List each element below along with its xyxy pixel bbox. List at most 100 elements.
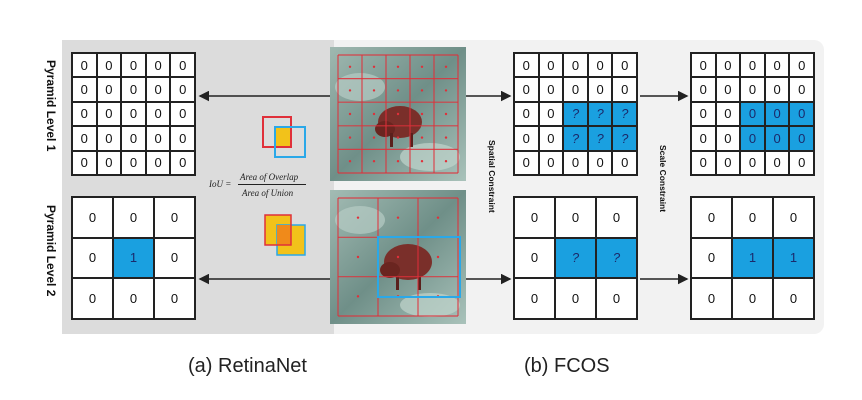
overlap-area xyxy=(276,128,290,146)
anchor-center-point xyxy=(444,112,448,116)
grid-cell: 0 xyxy=(564,78,587,101)
grid-cell: 0 xyxy=(790,54,813,77)
grid-cell: 0 xyxy=(146,102,170,126)
anchor-center-point xyxy=(420,112,424,116)
grid-cell: 0 xyxy=(539,78,563,101)
grid-cell: 0 xyxy=(146,151,170,174)
anchor-center-point xyxy=(348,136,352,139)
anchor-center-point xyxy=(420,65,424,68)
anchor-center-point xyxy=(396,89,400,92)
anchor-center-point xyxy=(372,89,376,92)
grid-cell: 0 xyxy=(774,279,813,318)
grid-cell: 0 xyxy=(122,127,145,150)
anchor-center-point xyxy=(356,255,360,259)
grid-cell: 0 xyxy=(741,127,764,150)
grid-cell: 0 xyxy=(73,151,96,174)
grid-cell: 0 xyxy=(765,127,789,150)
grid-cell: 0 xyxy=(613,151,636,174)
grid-cell: 0 xyxy=(597,198,636,237)
grid-cell: 0 xyxy=(73,127,96,150)
anchor-center-point xyxy=(372,112,376,116)
union-overlap xyxy=(277,225,291,245)
grid-cell: 0 xyxy=(171,127,194,150)
grid-cell: 0 xyxy=(692,151,715,174)
grid-cell: 0 xyxy=(97,102,121,126)
grid-cell: 0 xyxy=(597,279,636,318)
caption-fcos: (b) FCOS xyxy=(524,355,610,377)
caption-retinanet: (a) RetinaNet xyxy=(188,355,307,377)
grid-cell: 0 xyxy=(588,54,612,77)
grid-cell: 0 xyxy=(146,127,170,150)
anchor-center-point xyxy=(444,136,448,139)
anchor-center-point xyxy=(396,136,400,139)
anchor-center-point xyxy=(348,65,352,68)
grid-cell: 0 xyxy=(564,151,587,174)
grid-cell: 0 xyxy=(790,102,813,126)
grid-cell: ? xyxy=(588,127,612,150)
grid-cell: 0 xyxy=(73,54,96,77)
anchor-center-point xyxy=(348,89,352,92)
grid-cell: 0 xyxy=(97,127,121,150)
anchor-center-point xyxy=(372,65,376,68)
grid-cell: 0 xyxy=(692,54,715,77)
grid-cell: 0 xyxy=(171,54,194,77)
grid-cell: 0 xyxy=(539,151,563,174)
anchor-center-point xyxy=(436,216,440,219)
grid-cell: 0 xyxy=(692,198,731,237)
grid-cell: 0 xyxy=(692,238,731,278)
grid-cell: 0 xyxy=(515,279,554,318)
grid-cell: 0 xyxy=(716,151,740,174)
ground-truth-box xyxy=(377,236,461,298)
grid-cell: 0 xyxy=(765,54,789,77)
grid-cell: 0 xyxy=(122,54,145,77)
grid-cell: 0 xyxy=(73,198,112,237)
grid-cell: ? xyxy=(564,102,587,126)
grid-cell: 0 xyxy=(171,102,194,126)
anchor-center-point xyxy=(436,255,440,259)
anchor-center-point xyxy=(444,89,448,92)
grid-cell: 0 xyxy=(716,127,740,150)
grid-cell: 0 xyxy=(171,78,194,101)
grid-cell: 1 xyxy=(114,238,153,278)
grid-cell: ? xyxy=(588,102,612,126)
anchor-center-point xyxy=(444,160,448,163)
grid-cell: 0 xyxy=(692,78,715,101)
grid-cell: 0 xyxy=(97,54,121,77)
iou-fraction-bar xyxy=(238,184,306,185)
grid-cell: 0 xyxy=(733,198,772,237)
anchor-center-point xyxy=(356,216,360,219)
iou-illustration xyxy=(262,116,306,256)
grid-cell: 0 xyxy=(692,102,715,126)
grid-cell: 0 xyxy=(114,279,153,318)
grid-cell: 0 xyxy=(515,102,538,126)
grid-cell: 1 xyxy=(733,238,772,278)
grid-cell: 0 xyxy=(741,151,764,174)
iou-denominator: Area of Union xyxy=(242,188,294,198)
anchor-center-point xyxy=(372,136,376,139)
grid-cell: 0 xyxy=(73,238,112,278)
anchor-center-point xyxy=(348,160,352,163)
grid-cell: 0 xyxy=(155,279,194,318)
grid-cell: 0 xyxy=(790,78,813,101)
iou-numerator: Area of Overlap xyxy=(240,172,299,182)
grid-cell: 0 xyxy=(539,54,563,77)
anchor-center-point xyxy=(420,160,424,163)
anchor-box-red xyxy=(262,116,292,148)
anchor-center-point xyxy=(356,295,360,298)
grid-cell: 0 xyxy=(556,279,595,318)
anchor-center-point xyxy=(372,160,376,163)
grid-cell: 0 xyxy=(692,279,731,318)
grid-cell: 0 xyxy=(171,151,194,174)
grid-cell: 0 xyxy=(515,238,554,278)
boar-photo-level2 xyxy=(330,190,466,324)
grid-cell: 0 xyxy=(155,238,194,278)
boar-image-level1 xyxy=(330,47,466,181)
anchor-center-point xyxy=(348,112,352,116)
grid-cell: 0 xyxy=(114,198,153,237)
boar-image-level2 xyxy=(330,190,466,324)
anchor-center-point xyxy=(444,65,448,68)
